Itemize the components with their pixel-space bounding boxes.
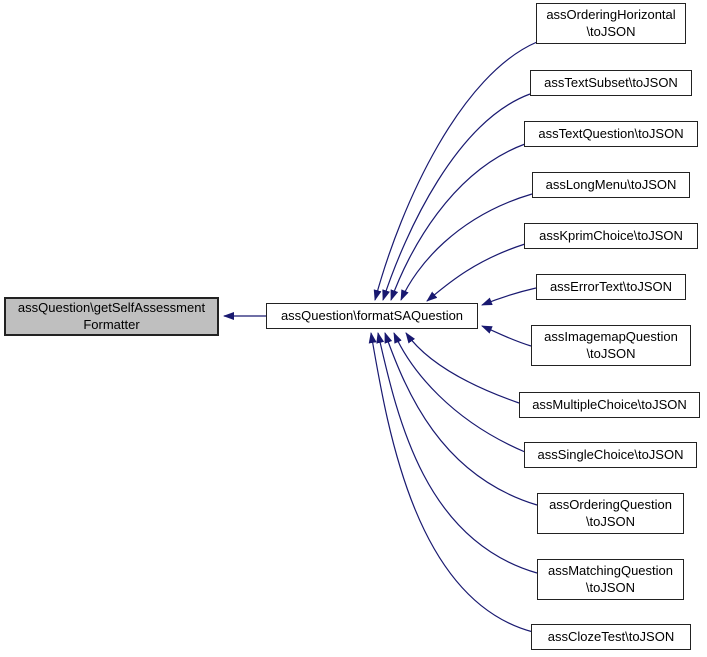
node-caller-singlechoice[interactable]: assSingleChoice\toJSON	[524, 442, 697, 468]
edge-textsubset	[382, 93, 531, 301]
node-formatsaquestion[interactable]: assQuestion\formatSAQuestion	[266, 303, 478, 329]
edge-longmenu	[400, 193, 533, 301]
node-caller-orderingquestion[interactable]: assOrderingQuestion \toJSON	[537, 493, 684, 534]
node-caller-orderinghorizontal[interactable]: assOrderingHorizontal \toJSON	[536, 3, 686, 44]
edge-imagemapquestion	[481, 325, 532, 347]
node-caller-kprimchoice[interactable]: assKprimChoice\toJSON	[524, 223, 698, 249]
node-caller-textsubset[interactable]: assTextSubset\toJSON	[530, 70, 692, 96]
edge-errortext	[481, 287, 537, 306]
edge-singlechoice	[393, 332, 526, 453]
node-caller-multiplechoice[interactable]: assMultipleChoice\toJSON	[519, 392, 700, 418]
node-caller-longmenu[interactable]: assLongMenu\toJSON	[532, 172, 690, 198]
edge-multiplechoice	[405, 332, 520, 404]
edge-textquestion	[390, 143, 526, 301]
node-caller-matchingquestion[interactable]: assMatchingQuestion \toJSON	[537, 559, 684, 600]
edge-orderinghorizontal	[373, 41, 538, 301]
edge-orderingquestion	[384, 332, 538, 506]
node-caller-imagemapquestion[interactable]: assImagemapQuestion \toJSON	[531, 325, 691, 366]
node-caller-textquestion[interactable]: assTextQuestion\toJSON	[524, 121, 698, 147]
node-caller-clozetest[interactable]: assClozeTest\toJSON	[531, 624, 691, 650]
node-caller-errortext[interactable]: assErrorText\toJSON	[536, 274, 686, 300]
node-getselfassessmentformatter[interactable]: assQuestion\getSelfAssessment Formatter	[4, 297, 219, 336]
edge-kprimchoice	[426, 243, 526, 302]
edge-matchingquestion	[376, 332, 538, 574]
edge-clozetest	[368, 332, 534, 633]
